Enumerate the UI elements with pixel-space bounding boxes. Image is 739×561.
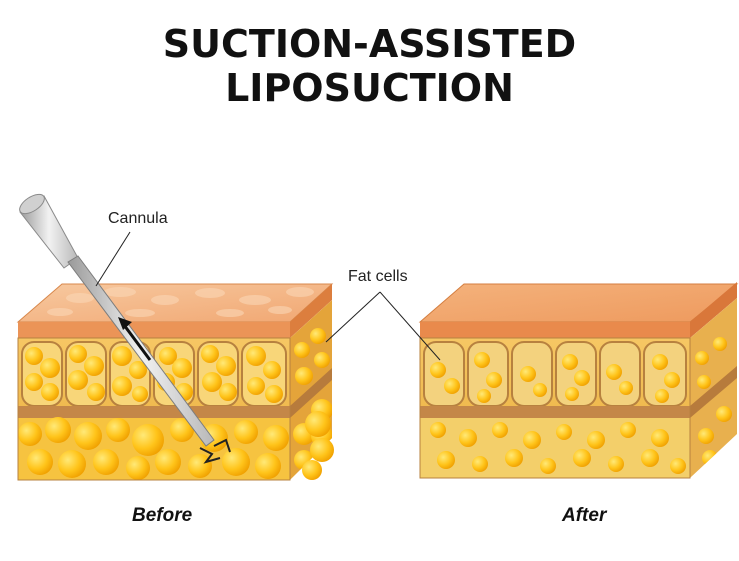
before-caption: Before [132, 505, 193, 526]
after-skin-front [420, 322, 690, 338]
cannula-instrument [19, 193, 231, 464]
after-upper-fat-cells [430, 352, 680, 403]
suction-arrow [122, 324, 152, 361]
diagram-title: SUCTION-ASSISTED LIPOSUCTION [0, 22, 739, 110]
after-skin-top [418, 283, 739, 323]
before-septum [18, 406, 290, 418]
suction-tip-marks [199, 438, 231, 464]
before-upper-fat-cells [25, 345, 283, 403]
after-caption: After [562, 505, 607, 526]
cannula-tube [67, 255, 215, 447]
before-skin-texture [47, 287, 314, 317]
cannula-label: Cannula [108, 210, 168, 227]
after-septum [420, 406, 690, 418]
before-skin-side [290, 284, 332, 338]
title-line-2: LIPOSUCTION [225, 66, 514, 110]
before-bulging-fat [302, 411, 334, 480]
fat-cells-leader-left [325, 291, 381, 343]
cannula-leader-line [95, 231, 131, 287]
after-tissue-block [418, 282, 739, 479]
before-tissue-block [16, 283, 334, 481]
after-skin-side [690, 282, 737, 338]
before-lower-fat-cells [18, 417, 289, 480]
title-line-1: SUCTION-ASSISTED [162, 22, 577, 66]
fat-cells-leader-right [379, 291, 441, 361]
after-lower-fat-cells [430, 422, 686, 474]
fat-cells-label: Fat cells [348, 268, 408, 285]
before-skin-front [18, 322, 290, 338]
